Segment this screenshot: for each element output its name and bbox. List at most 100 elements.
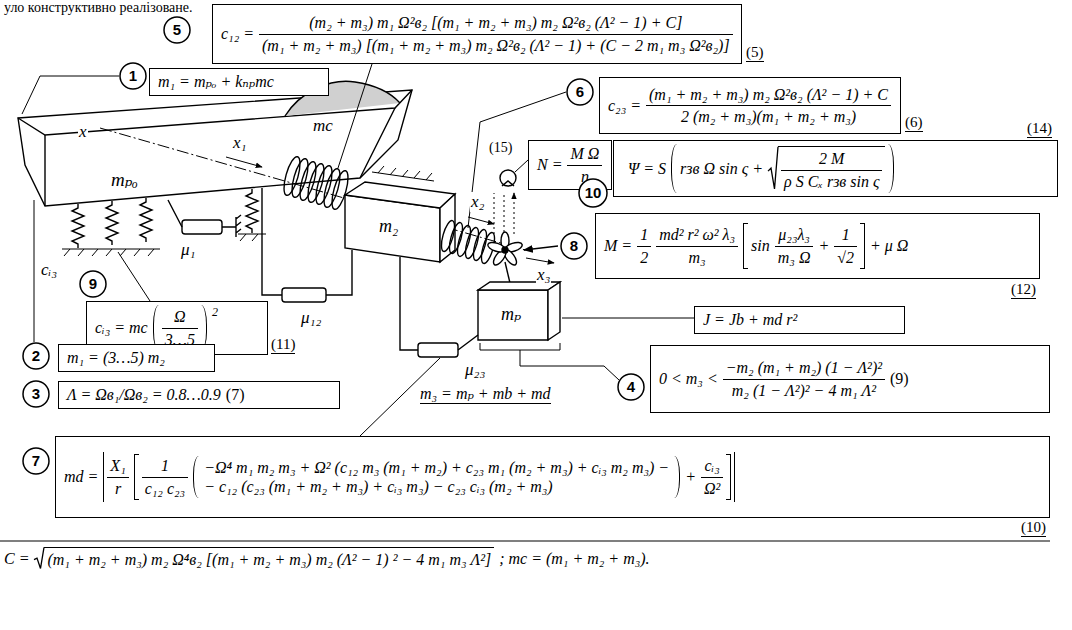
guide-hatch <box>372 166 434 181</box>
numerator: 2 M <box>816 149 847 169</box>
callout-circle: 9 <box>79 270 107 298</box>
damper-mu1 <box>182 220 222 234</box>
formula-text: c₂₃ = <box>608 96 641 115</box>
radical-sign <box>34 547 44 569</box>
damper-rod <box>400 257 478 350</box>
formula-text: −m₂ (m₁ + m₂) (1 − Λ²)² <box>726 358 882 377</box>
callout-circle: 4 <box>617 373 645 401</box>
damper-label: μ₂₃ <box>464 360 486 380</box>
formula-row: sinμ₂₃λ₃m₃ Ω+1√2 <box>751 225 857 266</box>
bracket-group: X₁r1c₁₂ c₂₃−Ω⁴ m₁ m₂ m₃ + Ω² (c₁₂ m₃ (m₁… <box>103 452 735 502</box>
callout-circle: 10 <box>578 178 608 208</box>
formula-box: 0 < m₃ <−m₂ (m₁ + m₂) (1 − Λ²)²m₂ (1 − Λ… <box>650 345 1050 413</box>
formula-row: 5 <box>173 21 181 39</box>
numerator: M Ω <box>567 144 602 164</box>
denominator: ρ S Cₓ rзв sin ς <box>781 170 882 191</box>
formula-row: 3 <box>32 385 40 403</box>
mass-label: mc <box>312 116 334 136</box>
formula-text: 1 <box>842 225 850 244</box>
formula-label: m₃ = mₚ + mb + md <box>420 384 551 404</box>
formula-text: c₁₂ = <box>221 24 254 43</box>
formula-text: + <box>818 236 829 255</box>
denominator: (m₁ + m₂ + m₃) [(m₁ + m₂ + m₃) m₂ Ω²в₂ (… <box>259 34 733 55</box>
formula-text: rзв Ω sin ς + <box>680 159 763 178</box>
formula-text: √2 <box>837 248 854 267</box>
denominator: Ω² <box>701 477 723 498</box>
formula-row: 9 <box>89 275 97 293</box>
support-spring <box>246 189 258 233</box>
radical-sign <box>768 146 778 190</box>
formula-text: + μ Ω <box>870 236 908 255</box>
coil-spring-c12 <box>281 155 352 211</box>
fraction: 12 <box>637 225 651 266</box>
formula-row: X₁r1c₁₂ c₂₃−Ω⁴ m₁ m₂ m₃ + Ω² (c₁₂ m₃ (m₁… <box>107 454 731 500</box>
formula-text: ; mc = (m₁ + m₂ + m₃). <box>499 549 649 568</box>
formula-row: 1c₁₂ c₂₃−Ω⁴ m₁ m₂ m₃ + Ω² (c₁₂ m₃ (m₁ + … <box>142 456 724 498</box>
trough-edge <box>45 108 395 206</box>
callout-number: 1 <box>129 67 137 85</box>
damper-mu12 <box>282 288 326 302</box>
damper-mu23 <box>418 343 458 357</box>
callout-circle <box>618 374 644 400</box>
callout-circle <box>120 63 146 89</box>
bracket-left <box>671 144 677 192</box>
fraction: 1c₁₂ c₂₃ <box>142 456 188 497</box>
formula-row: m₁ = mₚₒ + kₙₚmc <box>158 72 274 91</box>
formula-text: md² r² ω² λ₃ <box>659 225 735 244</box>
formula-text: M Ω <box>570 144 599 163</box>
numerator: (m₂ + m₃) m₁ Ω²в₂ [(m₁ + m₂ + m₃) m₂ Ω²в… <box>306 13 685 33</box>
formula-text: (m₂ + m₃) m₁ Ω²в₂ [(m₁ + m₂ + m₃) m₂ Ω²в… <box>309 13 682 32</box>
formula-text: 2 <box>640 248 648 267</box>
formula-text: ρ S Cₓ rзв sin ς <box>784 172 879 191</box>
axis-label: x₂ <box>470 192 485 212</box>
bracket-body: 1c₁₂ c₂₃−Ω⁴ m₁ m₂ m₃ + Ω² (c₁₂ m₃ (m₁ + … <box>139 454 727 500</box>
callout-circle <box>164 17 190 43</box>
formula-text: 1 <box>640 225 648 244</box>
callout-circle <box>23 448 49 474</box>
bracket-group: −Ω⁴ m₁ m₂ m₃ + Ω² (c₁₂ m₃ (m₁ + m₂) + c₂… <box>193 456 680 498</box>
formula-row: 4 <box>627 378 635 396</box>
equation-number: (14) <box>1027 120 1052 138</box>
formula-text: (m₁ + m₂ + m₃) m₂ Ω²в₂ (Λ² − 1) + C <box>649 85 888 104</box>
formula-row: 0 < m₃ <−m₂ (m₁ + m₂) (1 − Λ²)²m₂ (1 − Λ… <box>659 358 909 399</box>
fraction: md² r² ω² λ₃m₃ <box>656 225 738 266</box>
axis-arrow <box>526 258 554 263</box>
equation-number: (11) <box>271 336 295 354</box>
formula-text: 2 M <box>819 149 844 168</box>
callout-circle: 1 <box>119 62 147 90</box>
formula-text: M = <box>604 236 632 255</box>
formula-row: Λ = Ωв₁/Ωв₂ = 0.8…0.9(7) <box>67 385 244 404</box>
fraction: 1√2 <box>834 225 857 266</box>
formula-box: M =12md² r² ω² λ₃m₃sinμ₂₃λ₃m₃ Ω+1√2+ μ Ω <box>595 213 1040 279</box>
equation-number: (15) <box>489 140 512 156</box>
mass-label: mₚ <box>500 303 522 325</box>
callout-circle <box>23 343 49 369</box>
formula-row: 1 <box>129 67 137 85</box>
callout-circle: 7 <box>22 447 50 475</box>
bracket-group: 1c₁₂ c₂₃−Ω⁴ m₁ m₂ m₃ + Ω² (c₁₂ m₃ (m₁ + … <box>134 454 732 500</box>
mass-mp-side <box>548 282 560 340</box>
formula-box: c₁₂ = (m₂ + m₃) m₁ Ω²в₂ [(m₁ + m₂ + m₃) m… <box>212 4 742 64</box>
damper-label: μ₁₂ <box>300 308 322 328</box>
denominator: √2 <box>834 246 857 267</box>
callout-number: 10 <box>585 184 602 202</box>
axis-label: x₁ <box>232 133 247 153</box>
callout-circle: 5 <box>163 16 191 44</box>
denominator: 2 (m₂ + m₃)(m₁ + m₂ + m₃) <box>646 105 891 126</box>
callout-number: 2 <box>32 347 40 365</box>
formula-text: cᵢ₃ <box>705 456 720 475</box>
fraction: cᵢ₃ Ω² <box>701 456 723 497</box>
numerator: 1 <box>637 225 651 245</box>
formula-text: sin <box>751 236 770 255</box>
formula-text: C = <box>4 549 29 568</box>
formula-text: Ω² <box>704 479 720 498</box>
radical-stroke <box>34 547 44 568</box>
formula-row: c₂₃ = (m₁ + m₂ + m₃) m₂ Ω²в₂ (Λ² − 1) + C… <box>608 85 891 126</box>
formula-text: (m₁ + m₂ + m₃) [(m₁ + m₂ + m₃) m₂ Ω²в₂ (… <box>262 36 730 55</box>
numerator: cᵢ₃ <box>702 456 723 476</box>
radical-sign <box>768 146 778 190</box>
formula-text: m₁ = mₚₒ + kₙₚmc <box>158 72 274 91</box>
denominator: c₁₂ c₂₃ <box>142 477 188 498</box>
support-spring <box>106 201 118 245</box>
radical-sign <box>34 547 44 569</box>
